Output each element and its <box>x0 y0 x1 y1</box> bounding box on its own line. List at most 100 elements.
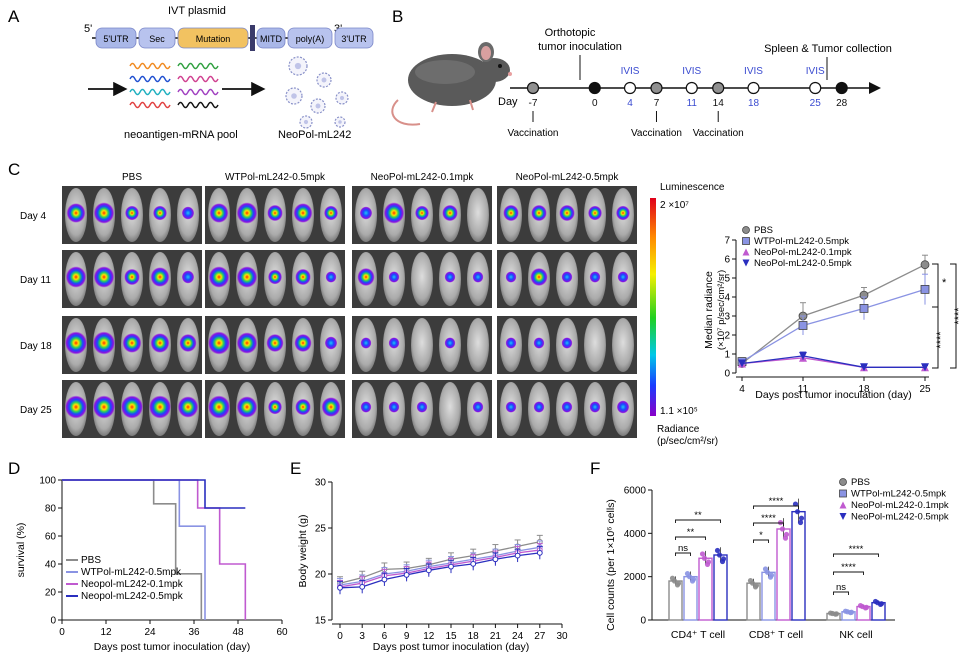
significance-bracket <box>833 571 864 575</box>
y-axis-title-unit: (×10⁷ p/sec/cm²/sr) <box>716 270 727 350</box>
x-tick-label: 24 <box>512 631 524 642</box>
timeline-day-25: 25 <box>810 98 822 109</box>
timeline-marker-day-28 <box>835 81 848 95</box>
luminescence-signal <box>505 401 517 413</box>
y-tick-label: 3 <box>724 312 730 323</box>
mouse-silhouette <box>411 318 433 372</box>
luminescence-signal <box>531 204 547 222</box>
x-tick-label: 6 <box>382 631 388 642</box>
legend-entry: WTPol-mL242-0.5mpk <box>851 489 946 500</box>
mouse-silhouette <box>467 318 489 372</box>
data-point-marker <box>403 572 410 578</box>
data-point-marker <box>839 513 847 520</box>
inoculation-label-line1: Orthotopic <box>545 27 596 39</box>
replicate-dot <box>797 519 804 526</box>
luminescence-signal <box>122 333 142 353</box>
luminescence-signal <box>268 269 282 285</box>
data-point-marker <box>470 560 477 567</box>
luminescence-colorbar: Luminescence 2 ×10⁷ 1.1 ×10⁵ Radiance (p… <box>650 182 725 447</box>
imaging-day-label: Day 18 <box>20 341 52 352</box>
replicate-dot <box>704 561 711 568</box>
luminescence-signal <box>150 267 170 287</box>
mrna-strand-icon <box>177 62 219 70</box>
data-point-marker <box>742 237 750 245</box>
colorbar-min-label: 1.1 ×10⁵ <box>660 406 698 417</box>
luminescence-signal <box>124 268 140 286</box>
timeline-day-28: 28 <box>836 98 848 109</box>
replicate-dot <box>701 555 708 561</box>
luminescence-signal <box>383 202 405 224</box>
luminescence-signal <box>559 204 575 222</box>
luminescence-signal <box>236 266 258 288</box>
x-axis-title: Days post tumor inoculation (day) <box>755 389 911 401</box>
x-tick-label: 9 <box>404 631 410 642</box>
panel-label-f: F <box>590 459 600 478</box>
bar <box>791 510 806 621</box>
nanoparticle-core <box>303 119 309 125</box>
replicate-dot <box>847 609 854 616</box>
replicate-dot <box>794 509 801 515</box>
luminescence-signal <box>503 204 519 222</box>
y-tick-label: 0 <box>640 616 646 627</box>
replicate-dot <box>832 611 839 617</box>
replicate-dot <box>767 574 774 580</box>
x-tick-label: 48 <box>232 627 244 638</box>
panel-label-c: C <box>8 160 20 179</box>
x-tick-label: 30 <box>556 631 568 642</box>
legend-entry: NeoPol-mL242-0.1mpk <box>754 247 852 258</box>
legend-entry: Neopol-mL242-0.5mpk <box>81 591 184 602</box>
inoculation-label-line2: tumor inoculation <box>538 41 622 53</box>
bar <box>746 582 761 621</box>
timeline-marker-day-0 <box>588 81 601 95</box>
x-tick-label: 21 <box>490 631 502 642</box>
luminescence-signal <box>93 266 115 288</box>
nanoparticle-icons <box>285 56 349 129</box>
ivis-label: IVIS <box>744 66 763 77</box>
luminescence-signal <box>181 270 195 284</box>
luminescence-signal <box>357 267 375 287</box>
y-tick-label: 7 <box>724 236 730 247</box>
timeline-marker-day-11 <box>685 81 698 95</box>
significance-bracket <box>753 522 784 526</box>
data-point-marker <box>798 321 808 330</box>
panel-label-a: A <box>8 7 20 26</box>
mrna-strand-icon <box>129 75 171 83</box>
x-tick-label: 18 <box>858 384 870 395</box>
luminescence-signal <box>360 337 372 349</box>
data-point-marker <box>859 303 869 313</box>
mrna-strand-icon <box>177 88 219 96</box>
nanoparticle-core <box>294 62 302 70</box>
luminescence-signal <box>324 336 338 350</box>
timeline-day-0: 0 <box>592 98 598 109</box>
bar <box>761 571 776 621</box>
timeline-day-18: 18 <box>748 98 760 109</box>
vaccination-label: Vaccination <box>693 128 744 139</box>
imaging-day-label: Day 11 <box>20 275 51 286</box>
luminescence-signal <box>416 401 428 413</box>
plasmid-segment-label: 3'UTR <box>341 34 367 44</box>
luminescence-signal <box>295 268 311 286</box>
luminescence-signal <box>208 266 230 288</box>
significance-label: **** <box>769 496 784 507</box>
significance-label: ns <box>678 543 688 554</box>
luminescence-signal <box>268 399 282 415</box>
data-point-marker <box>381 576 388 583</box>
panel-label-d: D <box>8 459 20 478</box>
plasmid-title: IVT plasmid <box>168 5 226 17</box>
x-tick-label: 11 <box>798 384 809 395</box>
y-tick-label: 80 <box>45 504 57 515</box>
series-line <box>339 549 540 588</box>
y-tick-label: 25 <box>315 524 327 535</box>
category-label: CD8⁺ T cell <box>749 629 803 641</box>
timeline-marker-day--7 <box>526 81 540 95</box>
timeline-marker-day-7 <box>650 81 663 95</box>
luminescence-signal <box>324 205 338 221</box>
plasmid-segment <box>287 27 333 49</box>
replicate-dot <box>714 547 721 554</box>
significance-bracket <box>932 306 939 369</box>
ivis-label: IVIS <box>621 66 640 77</box>
